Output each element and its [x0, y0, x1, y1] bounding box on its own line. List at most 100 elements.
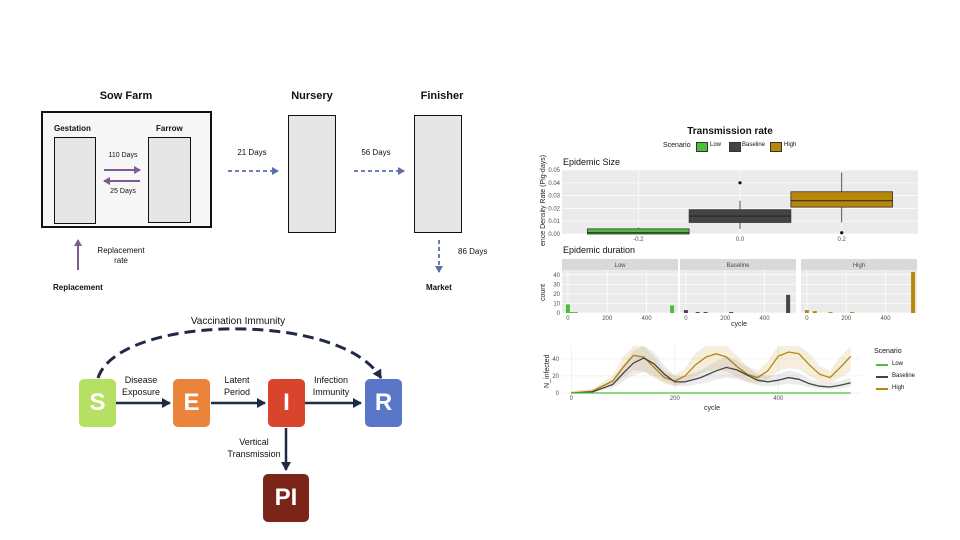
vaccination-arc — [96, 327, 383, 379]
facet-panel-low — [562, 270, 678, 313]
facet-label-high: High — [853, 263, 865, 269]
nlegend-label-baseline: Baseline — [892, 373, 916, 379]
facet-strip-baseline — [680, 259, 796, 270]
histogram-bar-baseline — [729, 312, 734, 313]
histogram-bar-baseline — [703, 312, 708, 313]
duration-ytick: 30 — [553, 282, 560, 288]
days-110-label: 110 Days — [108, 152, 138, 159]
duration-ytick: 40 — [553, 273, 560, 279]
nursery-title: Nursery — [291, 90, 333, 102]
legend-swatch-low — [696, 142, 708, 152]
duration-ytick: 0 — [557, 311, 561, 317]
charts-legend-title: Scenario — [663, 142, 691, 149]
facet-strip-low — [562, 259, 678, 270]
facet-xtick: 200 — [602, 316, 613, 322]
facet-xtick: 400 — [881, 316, 892, 322]
epidemic-size-ytick: 0.05 — [548, 168, 560, 174]
epidemic-size-xtick: 0.2 — [838, 237, 847, 243]
confidence-band-baseline — [571, 346, 851, 393]
days-56-label: 56 Days — [361, 148, 391, 157]
n-infected-ylabel: N_infected — [544, 354, 551, 388]
legend-label-low: Low — [710, 142, 722, 148]
disease-exposure-label: Disease Exposure — [121, 375, 161, 397]
histogram-bar-baseline — [786, 294, 791, 313]
days-25-label: 25 Days — [110, 188, 136, 195]
n-infected-ytick: 40 — [552, 357, 559, 363]
epidemic-duration-title: Epidemic duration — [563, 245, 636, 255]
nlegend-label-low: Low — [892, 361, 904, 367]
box-low — [587, 228, 690, 235]
charts-header-title: Transmission rate — [687, 126, 773, 137]
epidemic-size-ytick: 0.01 — [548, 219, 560, 225]
seir-node-pi: PI — [263, 474, 309, 522]
nlegend-title: Scenario — [874, 348, 902, 355]
histogram-bar-high — [911, 271, 916, 313]
epidemic-size-ytick: 0.02 — [548, 206, 560, 212]
epidemic-size-xtick: 0.0 — [736, 237, 745, 243]
box-outlier-baseline — [738, 181, 742, 185]
facet-xtick: 400 — [760, 316, 771, 322]
n-infected-ytick: 20 — [552, 374, 559, 380]
histogram-bar-high — [850, 312, 855, 313]
line-series-high — [571, 351, 852, 394]
facet-label-low: Low — [614, 263, 626, 269]
facet-panel-baseline — [680, 270, 796, 313]
farrow-box — [148, 137, 191, 223]
n-infected-xlabel: cycle — [704, 405, 720, 412]
box-high — [790, 191, 893, 208]
facet-xtick: 400 — [642, 316, 653, 322]
legend-swatch-high — [770, 142, 782, 152]
gestation-box — [54, 137, 96, 224]
infection-immunity-label: Infection Immunity — [312, 375, 350, 397]
gestation-label: Gestation — [54, 124, 91, 133]
legend-label-baseline: Baseline — [742, 142, 766, 148]
facet-panel-high — [801, 270, 917, 313]
histogram-bar-low — [670, 305, 675, 313]
histogram-bar-low — [565, 304, 570, 313]
days-21-label: 21 Days — [237, 148, 267, 157]
nlegend-key-low — [876, 364, 888, 366]
n-infected-ytick: 0 — [556, 391, 560, 397]
histogram-bar-low — [573, 312, 578, 313]
seir-node-r: R — [365, 379, 402, 427]
facet-label-baseline: Baseline — [726, 263, 750, 269]
histogram-bar-baseline — [695, 312, 700, 313]
nlegend-label-high: High — [892, 385, 905, 391]
days-86-label: 86 Days — [458, 247, 488, 256]
farrow-label: Farrow — [156, 124, 183, 133]
duration-ytick: 20 — [553, 292, 560, 298]
n-infected-xtick: 200 — [670, 396, 681, 402]
replacement-label: Replacement — [53, 283, 103, 292]
latent-period-label: Latent Period — [223, 375, 250, 397]
facet-xtick: 0 — [684, 316, 688, 322]
facet-xtick: 0 — [805, 316, 809, 322]
duration-ytick: 10 — [553, 301, 560, 307]
histogram-bar-baseline — [683, 310, 688, 313]
histogram-bar-high — [828, 312, 833, 313]
nlegend-key-baseline — [876, 376, 888, 378]
nursery-box — [288, 115, 336, 233]
duration-ylabel: count — [540, 284, 547, 301]
finisher-title: Finisher — [420, 90, 464, 102]
epidemic-size-ytick: 0.04 — [548, 181, 560, 187]
seir-node-s: S — [79, 379, 116, 427]
sow-farm-title: Sow Farm — [99, 90, 153, 102]
vaccination-immunity-label: Vaccination Immunity — [190, 316, 286, 327]
epidemic-size-xtick: -0.2 — [633, 237, 644, 243]
histogram-bar-high — [804, 310, 809, 313]
nlegend-key-high — [876, 388, 888, 390]
n-infected-xtick: 0 — [570, 396, 574, 402]
box-outlier-high — [840, 231, 844, 235]
market-label: Market — [426, 283, 452, 292]
seir-node-e: E — [173, 379, 210, 427]
epidemic-size-ylabel: ence Density Rate (Pig-days) — [540, 155, 547, 246]
epidemic-size-title: Epidemic Size — [563, 157, 621, 167]
seir-node-i: I — [268, 379, 305, 427]
facet-strip-high — [801, 259, 917, 270]
vertical-transmission-label: Vertical Transmission — [227, 437, 281, 459]
line-series-baseline — [571, 357, 851, 394]
epidemic-size-ytick: 0.03 — [548, 194, 560, 200]
